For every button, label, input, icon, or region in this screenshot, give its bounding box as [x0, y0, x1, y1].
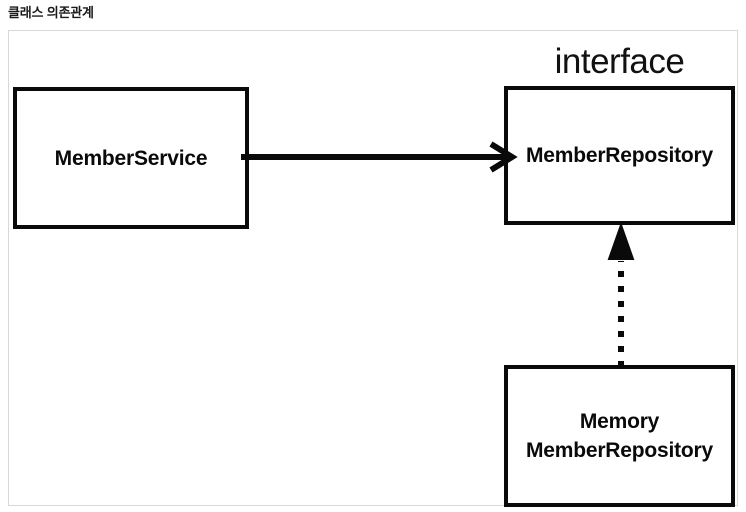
implements-arrow: [607, 221, 635, 367]
diagram-frame: MemberService interface MemberRepository…: [8, 30, 738, 507]
implements-arrowhead-triangle: [607, 221, 635, 260]
class-box-memory-member-repository-label: Memory MemberRepository: [526, 407, 713, 465]
class-box-memory-line-2: MemberRepository: [525, 439, 713, 462]
class-box-member-service: MemberService: [13, 87, 249, 229]
interface-stereotype-label: interface: [554, 42, 685, 81]
class-box-memory-member-repository: Memory MemberRepository: [504, 365, 735, 507]
class-box-member-repository: MemberRepository: [504, 86, 735, 225]
dependency-arrow: [241, 141, 518, 173]
page-title: 클래스 의존관계: [8, 5, 94, 20]
class-box-member-service-label: MemberService: [54, 146, 208, 170]
class-box-member-repository-label: MemberRepository: [525, 144, 713, 167]
class-box-memory-line-1: Memory: [579, 410, 660, 433]
dependency-arrowhead-open: [489, 141, 518, 173]
